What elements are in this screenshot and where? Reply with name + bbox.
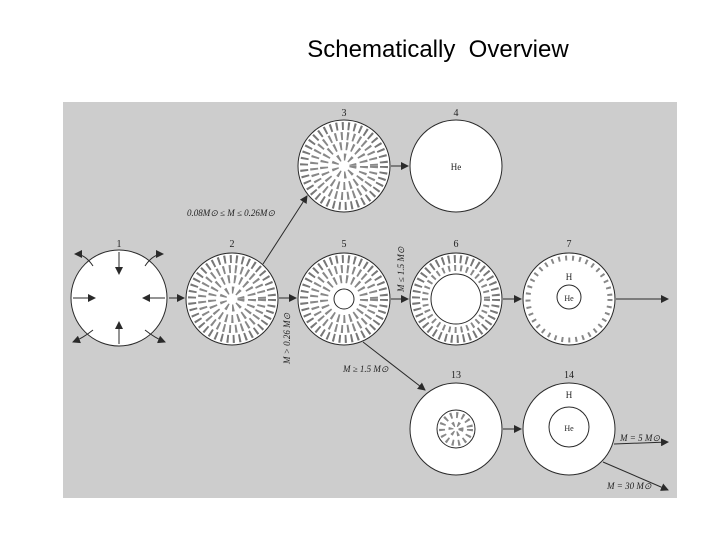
collapse-arrows — [73, 252, 165, 344]
stage-14: 14 H He — [522, 370, 616, 476]
annotation-mass-le-15: M ≤ 1.5 M⊙ — [396, 246, 406, 293]
stage-7-label: 7 — [567, 239, 572, 250]
stage-3-label: 3 — [342, 108, 347, 119]
stage-13: 13 — [409, 370, 503, 476]
stage-4: 4 He — [409, 108, 503, 213]
stage-7-core: He — [564, 294, 574, 303]
stage-4-core: He — [451, 162, 462, 172]
stage-1-label: 1 — [117, 239, 122, 250]
annotation-mass-ge-15: M ≥ 1.5 M⊙ — [342, 364, 389, 374]
stellar-evolution-diagram: 1 2 3 4 He — [70, 108, 669, 491]
stage-1: 1 — [70, 239, 168, 347]
stage-2-label: 2 — [230, 239, 235, 250]
stage-6: 6 — [409, 239, 503, 346]
annotation-mass-gt-026: M > 0.26 M⊙ — [282, 312, 292, 365]
stage-2: 2 — [185, 239, 279, 346]
annotation-mass-5: M = 5 M⊙ — [619, 433, 660, 443]
annotation-mass-30: M = 30 M⊙ — [606, 481, 652, 491]
stage-3: 3 — [297, 108, 391, 213]
stage-5: 5 — [297, 239, 391, 346]
stage-14-shell: H — [566, 390, 573, 400]
stage-6-label: 6 — [454, 239, 459, 250]
stage-4-label: 4 — [454, 108, 459, 119]
stage-7: 7 H He — [522, 239, 616, 346]
radiation-arrows — [72, 250, 166, 344]
annotation-low-mass-range: 0.08M⊙ ≤ M ≤ 0.26M⊙ — [187, 208, 275, 218]
stage-13-label: 13 — [451, 370, 461, 381]
transition-arrows — [169, 162, 669, 491]
stage-14-label: 14 — [564, 370, 574, 381]
page-title: Schematically Overview — [307, 36, 569, 63]
stage-5-label: 5 — [342, 239, 347, 250]
stage-14-core: He — [564, 424, 574, 433]
stage-7-shell: H — [566, 272, 573, 282]
